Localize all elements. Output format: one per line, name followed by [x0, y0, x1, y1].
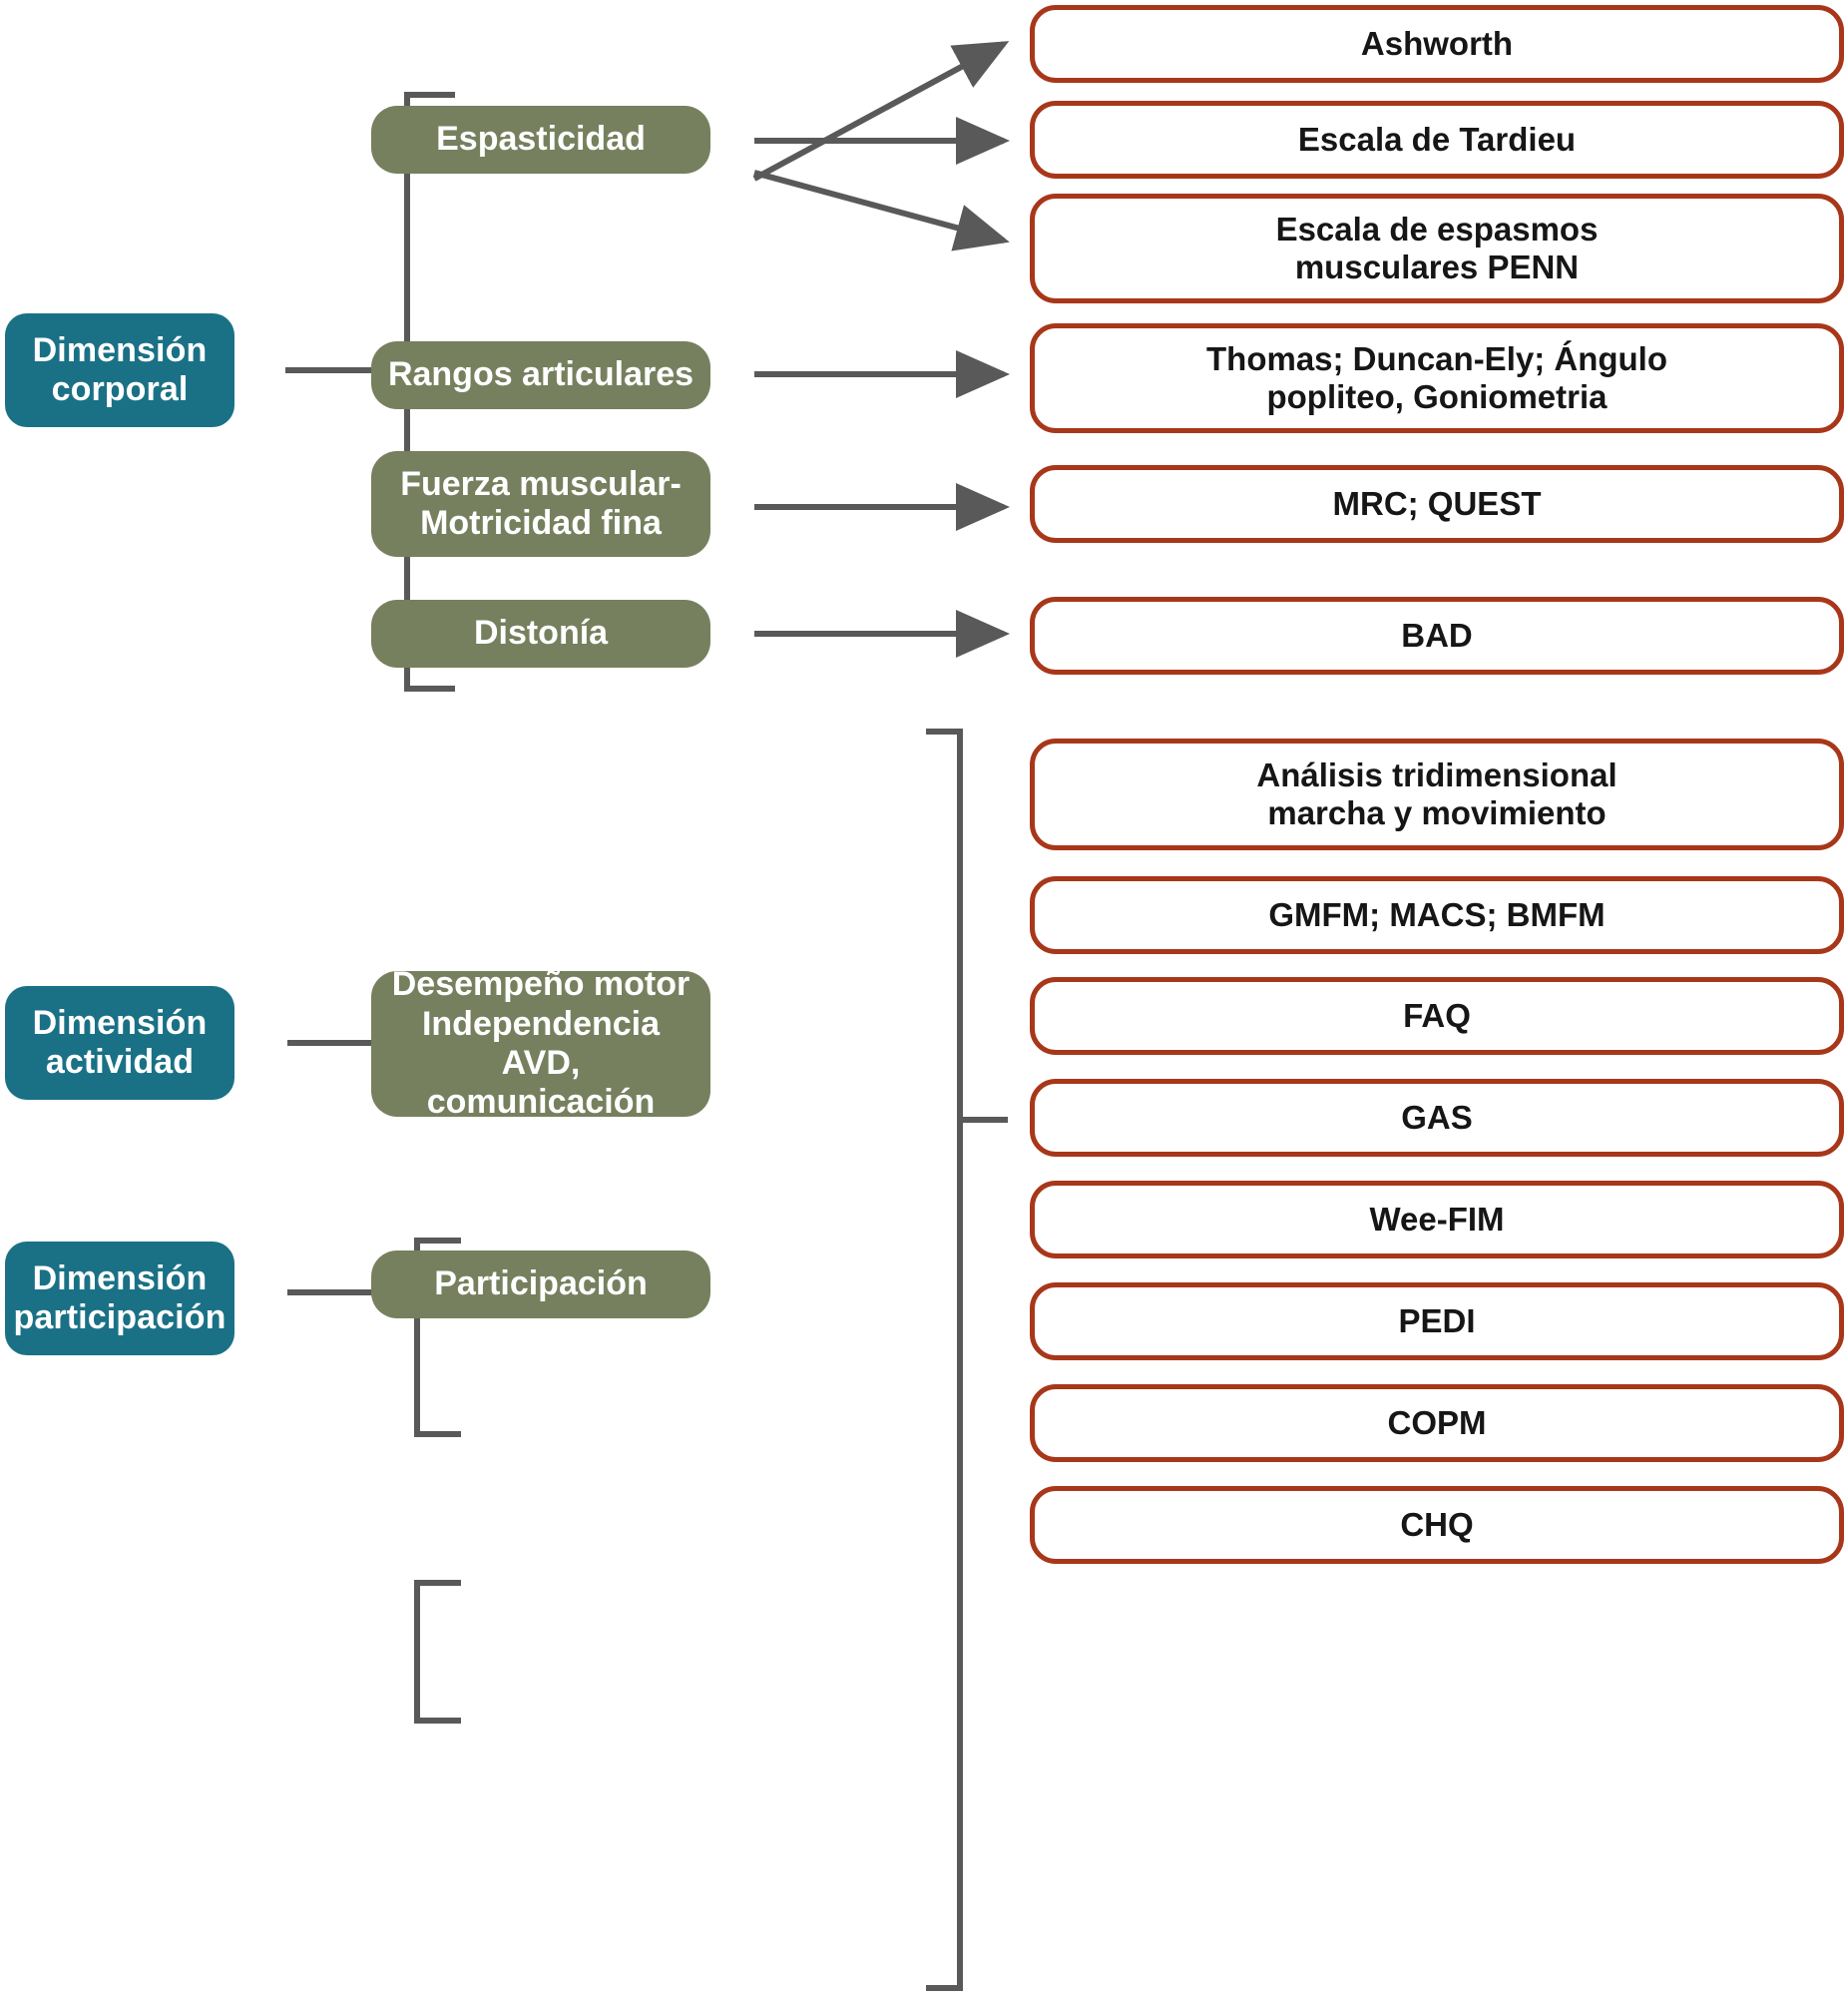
domain-distonia-label: Distonía [473, 614, 609, 653]
dimension-participacion-line1: Dimensión [32, 1258, 208, 1297]
dimension-participacion-line2: participación [13, 1298, 227, 1336]
domain-distonia[interactable]: Distonía [371, 600, 710, 668]
measure-bad[interactable]: BAD [1030, 597, 1844, 675]
measure-gas[interactable]: GAS [1030, 1079, 1844, 1157]
measure-analisis-tridimensional-line1: Análisis tridimensional [1256, 755, 1617, 793]
dimension-corporal-line1: Dimensión [32, 330, 208, 369]
domain-fuerza-muscular-line1: Fuerza muscular- [400, 464, 682, 503]
measure-gas-label: GAS [1401, 1098, 1473, 1136]
measure-gmfm-macs-bmfm-label: GMFM; MACS; BMFM [1268, 895, 1606, 933]
dimension-participacion[interactable]: Dimensión participación [5, 1242, 234, 1355]
arrow-espasticidad-ashworth [752, 41, 1010, 182]
domain-desempeno-motor-line2: Independencia AVD, [421, 1004, 661, 1082]
measure-thomas-duncan-ely-line2: popliteo, Goniometria [1266, 378, 1608, 415]
arrow-espasticidad-penn [753, 170, 1010, 251]
measure-escala-espasmos-penn-line1: Escala de espasmos [1275, 210, 1599, 248]
dimension-actividad[interactable]: Dimensión actividad [5, 986, 234, 1100]
bracket-measures-group [926, 729, 1008, 1991]
domain-espasticidad-label: Espasticidad [436, 120, 646, 159]
domain-rangos-articulares[interactable]: Rangos articulares [371, 341, 710, 409]
measure-chq-label: CHQ [1400, 1505, 1474, 1543]
measure-analisis-tridimensional-line2: marcha y movimiento [1267, 794, 1607, 831]
domain-participacion[interactable]: Participación [371, 1250, 710, 1318]
measure-gmfm-macs-bmfm[interactable]: GMFM; MACS; BMFM [1030, 876, 1844, 954]
domain-desempeno-motor-line1: Desempeño motor [391, 965, 691, 1004]
dimension-corporal[interactable]: Dimensión corporal [5, 313, 234, 427]
measure-thomas-duncan-ely-line1: Thomas; Duncan-Ely; Ángulo [1206, 339, 1667, 377]
measure-analisis-tridimensional[interactable]: Análisis tridimensional marcha y movimie… [1030, 739, 1844, 850]
measure-wee-fim-label: Wee-FIM [1369, 1200, 1505, 1238]
dimension-corporal-line2: corporal [51, 370, 189, 408]
measure-escala-espasmos-penn-line2: musculares PENN [1294, 249, 1580, 285]
dimension-actividad-line1: Dimensión [32, 1003, 208, 1042]
domain-participacion-label: Participación [434, 1264, 648, 1303]
measure-mrc-quest[interactable]: MRC; QUEST [1030, 465, 1844, 543]
domain-desempeno-motor[interactable]: Desempeño motor Independencia AVD, comun… [371, 965, 710, 1121]
domain-desempeno-motor-line3: comunicación [426, 1083, 656, 1122]
domain-fuerza-muscular[interactable]: Fuerza muscular- Motricidad fina [371, 451, 710, 557]
measure-chq[interactable]: CHQ [1030, 1486, 1844, 1564]
measure-mrc-quest-label: MRC; QUEST [1332, 484, 1542, 522]
measure-escala-espasmos-penn[interactable]: Escala de espasmos musculares PENN [1030, 194, 1844, 303]
measure-escala-tardieu-label: Escala de Tardieu [1297, 120, 1577, 158]
measure-copm[interactable]: COPM [1030, 1384, 1844, 1462]
measure-faq[interactable]: FAQ [1030, 977, 1844, 1055]
measure-wee-fim[interactable]: Wee-FIM [1030, 1181, 1844, 1258]
measure-ashworth-label: Ashworth [1360, 24, 1514, 62]
measure-copm-label: COPM [1387, 1403, 1487, 1441]
measure-faq-label: FAQ [1403, 996, 1471, 1034]
domain-espasticidad[interactable]: Espasticidad [371, 106, 710, 174]
measure-escala-tardieu[interactable]: Escala de Tardieu [1030, 101, 1844, 179]
dimension-actividad-line2: actividad [45, 1043, 195, 1081]
domain-rangos-articulares-label: Rangos articulares [387, 355, 694, 394]
bracket-participacion [287, 1289, 461, 1724]
measure-ashworth[interactable]: Ashworth [1030, 5, 1844, 83]
domain-fuerza-muscular-line2: Motricidad fina [420, 504, 662, 542]
measure-thomas-duncan-ely[interactable]: Thomas; Duncan-Ely; Ángulo popliteo, Gon… [1030, 323, 1844, 433]
measure-pedi-label: PEDI [1398, 1301, 1476, 1339]
measure-bad-label: BAD [1401, 616, 1473, 654]
measure-pedi[interactable]: PEDI [1030, 1282, 1844, 1360]
